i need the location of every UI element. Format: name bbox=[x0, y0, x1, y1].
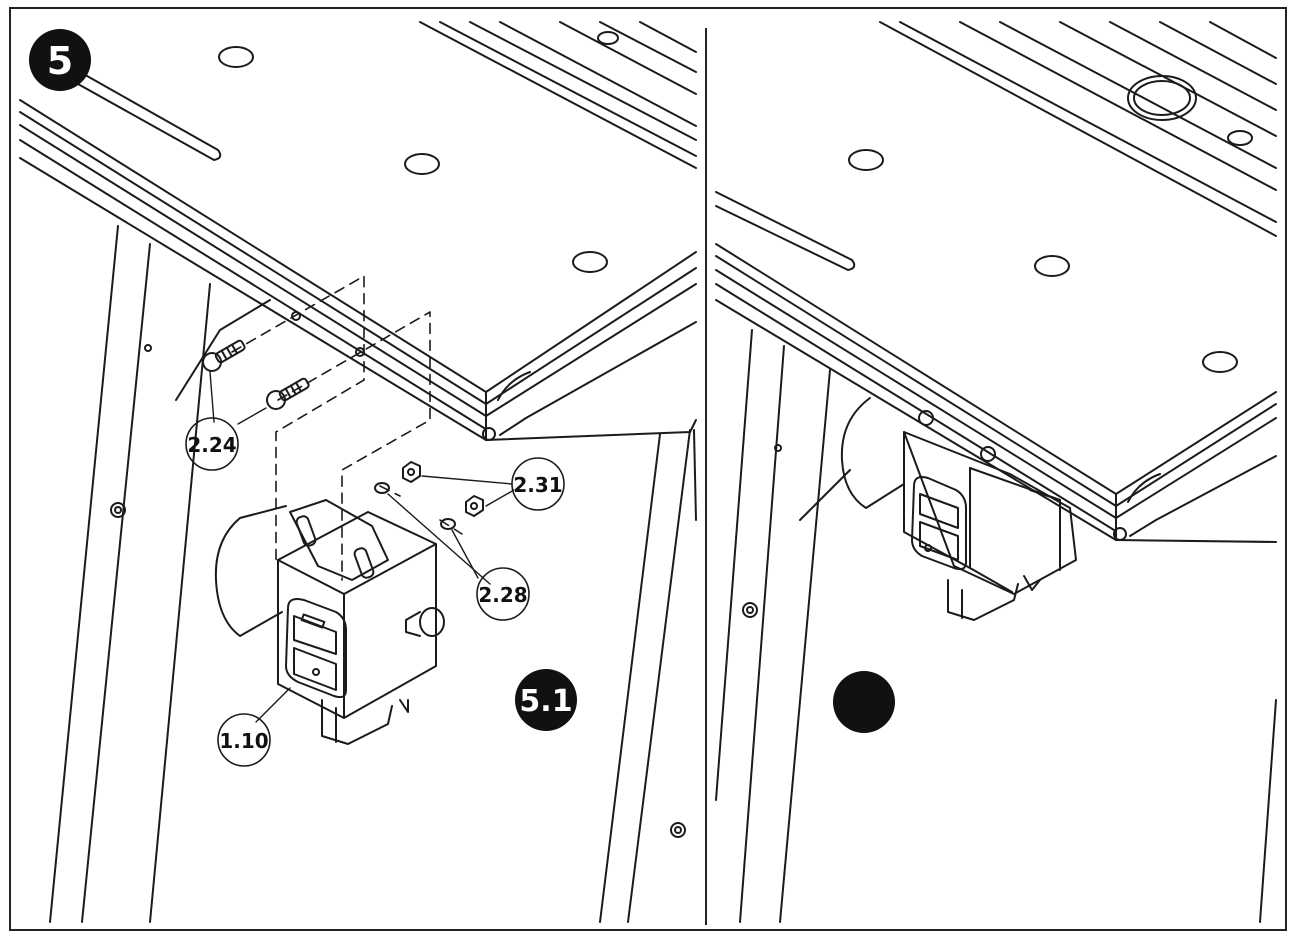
table-top-assembled bbox=[715, 21, 1277, 541]
callout-leaders bbox=[209, 371, 515, 723]
callout-label-screws: 2.24 bbox=[187, 433, 236, 457]
step-badge-main bbox=[29, 29, 91, 91]
callout-label-nuts: 2.31 bbox=[513, 473, 562, 497]
nuts-and-washers bbox=[374, 461, 484, 530]
step-badge-blank bbox=[833, 671, 895, 733]
callout-circle-nuts bbox=[511, 457, 565, 511]
step-badge-sub-label: 5.1 bbox=[519, 684, 572, 719]
table-apron-assembled bbox=[1115, 539, 1277, 543]
table-legs-assembled bbox=[715, 329, 1277, 923]
right-panel-assembled-view bbox=[715, 21, 1277, 923]
callout-circle-screws bbox=[185, 417, 239, 471]
callout-label-washers: 2.28 bbox=[478, 583, 527, 607]
table-top bbox=[19, 21, 697, 441]
step-badge-main-label: 5 bbox=[47, 39, 73, 83]
screws-2-24 bbox=[202, 339, 310, 410]
switch-housing-mounted bbox=[840, 397, 1077, 621]
callout-circle-switch bbox=[217, 713, 271, 767]
left-panel-exploded-view bbox=[19, 21, 697, 923]
assembly-guide-lines bbox=[231, 275, 463, 581]
step-badge-sub bbox=[515, 669, 577, 731]
table-legs bbox=[49, 225, 697, 923]
callout-circle-washers bbox=[476, 567, 530, 621]
switch-housing bbox=[214, 499, 445, 745]
callout-label-switch: 1.10 bbox=[219, 729, 268, 753]
diagram-border bbox=[9, 7, 1287, 931]
